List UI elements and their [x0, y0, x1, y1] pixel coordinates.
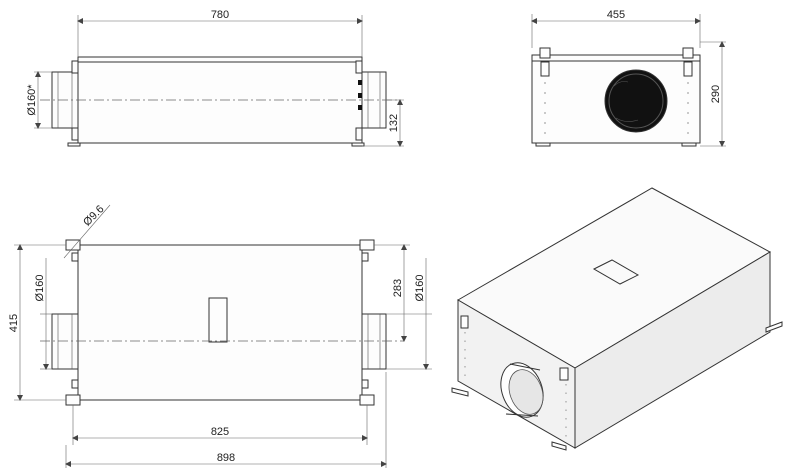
front-width-label: 780 — [211, 9, 229, 21]
front-view: 780 Ø160* 132 — [26, 9, 404, 147]
top-view: Ø9.6 415 Ø160 283 Ø160 825 898 — [8, 203, 432, 468]
side-width-label: 455 — [607, 9, 625, 21]
front-offset-label: 132 — [388, 114, 400, 132]
side-duct-opening — [605, 70, 667, 132]
top-left-diameter-label: Ø160 — [34, 275, 46, 302]
top-left-duct — [51, 313, 79, 370]
side-view: 455 290 — [531, 9, 726, 147]
top-outer-width-label: 898 — [217, 452, 235, 464]
top-right-diameter-label: Ø160 — [414, 275, 426, 302]
isometric-view — [451, 187, 783, 451]
top-hole-label: Ø9.6 — [81, 203, 106, 228]
front-diameter-label: Ø160* — [26, 84, 38, 116]
iso-side-face — [574, 251, 771, 449]
top-label-plate — [208, 297, 228, 343]
side-height-label: 290 — [710, 85, 722, 103]
top-offset-label: 283 — [392, 279, 404, 297]
top-height-label: 415 — [8, 314, 20, 332]
top-right-duct — [361, 313, 387, 370]
top-inner-width-label: 825 — [211, 426, 229, 438]
iso-label-plate — [592, 259, 640, 285]
